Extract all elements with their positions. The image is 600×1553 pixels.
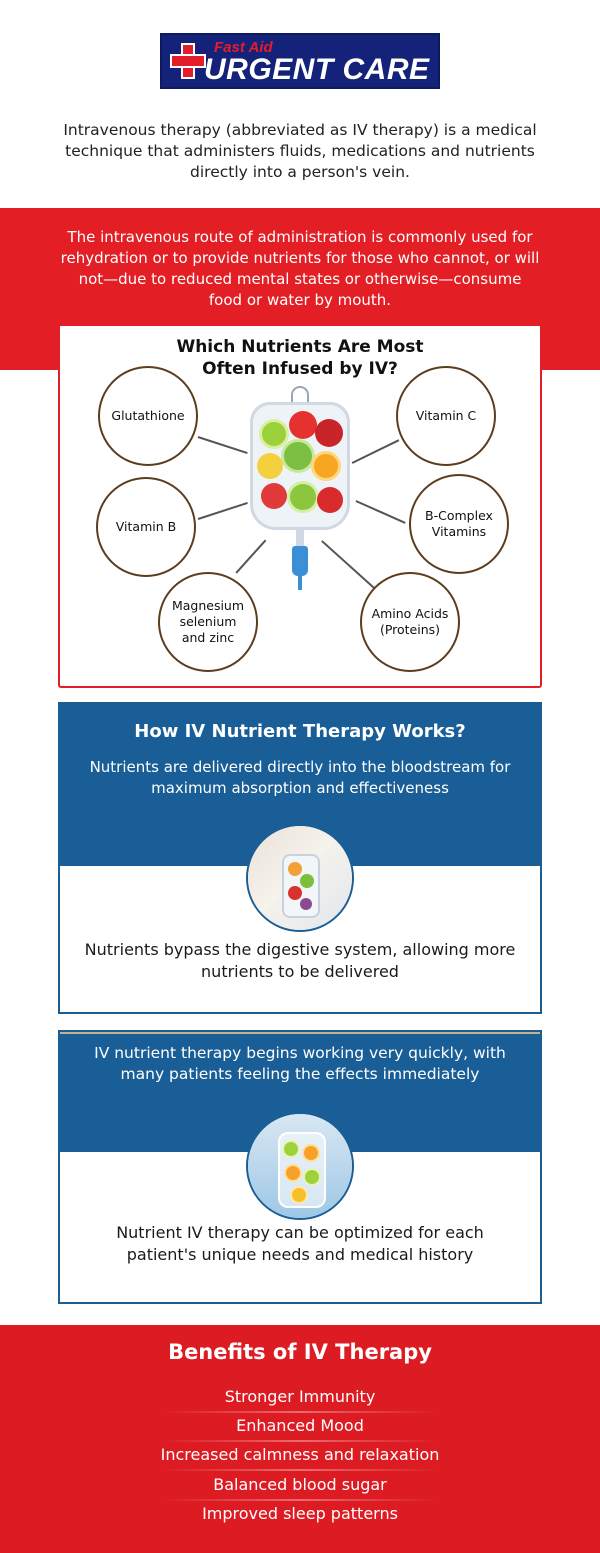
benefit-divider [160, 1411, 440, 1413]
benefit-item: Increased calmness and relaxation [160, 1445, 440, 1464]
benefit-item: Balanced blood sugar [213, 1475, 387, 1494]
benefit-item: Improved sleep patterns [202, 1504, 398, 1523]
benefit-item: Enhanced Mood [236, 1416, 364, 1435]
benefit-divider [160, 1499, 440, 1501]
quick-results-text: IV nutrient therapy begins working very … [94, 1044, 506, 1083]
iv-citrus-photo [246, 1112, 354, 1220]
nutrient-magnesium: Magnesium selenium and zinc [158, 572, 258, 672]
iv-hook-icon [291, 386, 309, 404]
benefit-divider [160, 1469, 440, 1471]
logo-title: URGENT CARE [204, 53, 430, 86]
medical-cross-icon [168, 41, 208, 81]
iv-tube [296, 530, 304, 548]
benefits-title: Benefits of IV Therapy [168, 1340, 432, 1364]
nutrient-vitamin-b: Vitamin B [96, 477, 196, 577]
nutrient-b-complex: B-Complex Vitamins [409, 474, 509, 574]
iv-drip-chamber [292, 546, 308, 576]
nutrient-amino-acids: Amino Acids (Proteins) [360, 572, 460, 672]
logo-subtitle: Fast Aid [214, 39, 273, 56]
logo: Fast Aid URGENT CARE [160, 33, 440, 89]
nutrients-title: Which Nutrients Are Most Often Infused b… [176, 337, 424, 379]
benefit-divider [160, 1440, 440, 1442]
benefits-section [0, 1325, 600, 1553]
route-text: The intravenous route of administration … [60, 228, 540, 309]
how-it-works-subtitle: Nutrients are delivered directly into th… [89, 758, 511, 797]
iv-bag-fruit-icon [250, 402, 350, 530]
benefit-item: Stronger Immunity [224, 1387, 376, 1406]
nutrient-vitamin-c: Vitamin C [396, 366, 496, 466]
how-it-works-bottom-text: Nutrients bypass the digestive system, a… [84, 940, 516, 981]
iv-tube-end [298, 576, 302, 590]
intro-text: Intravenous therapy (abbreviated as IV t… [63, 121, 537, 181]
iv-bag-photo [246, 824, 354, 932]
nutrient-glutathione: Glutathione [98, 366, 198, 466]
quick-results-bottom-text: Nutrient IV therapy can be optimized for… [116, 1223, 484, 1264]
how-it-works-title: How IV Nutrient Therapy Works? [134, 721, 466, 742]
